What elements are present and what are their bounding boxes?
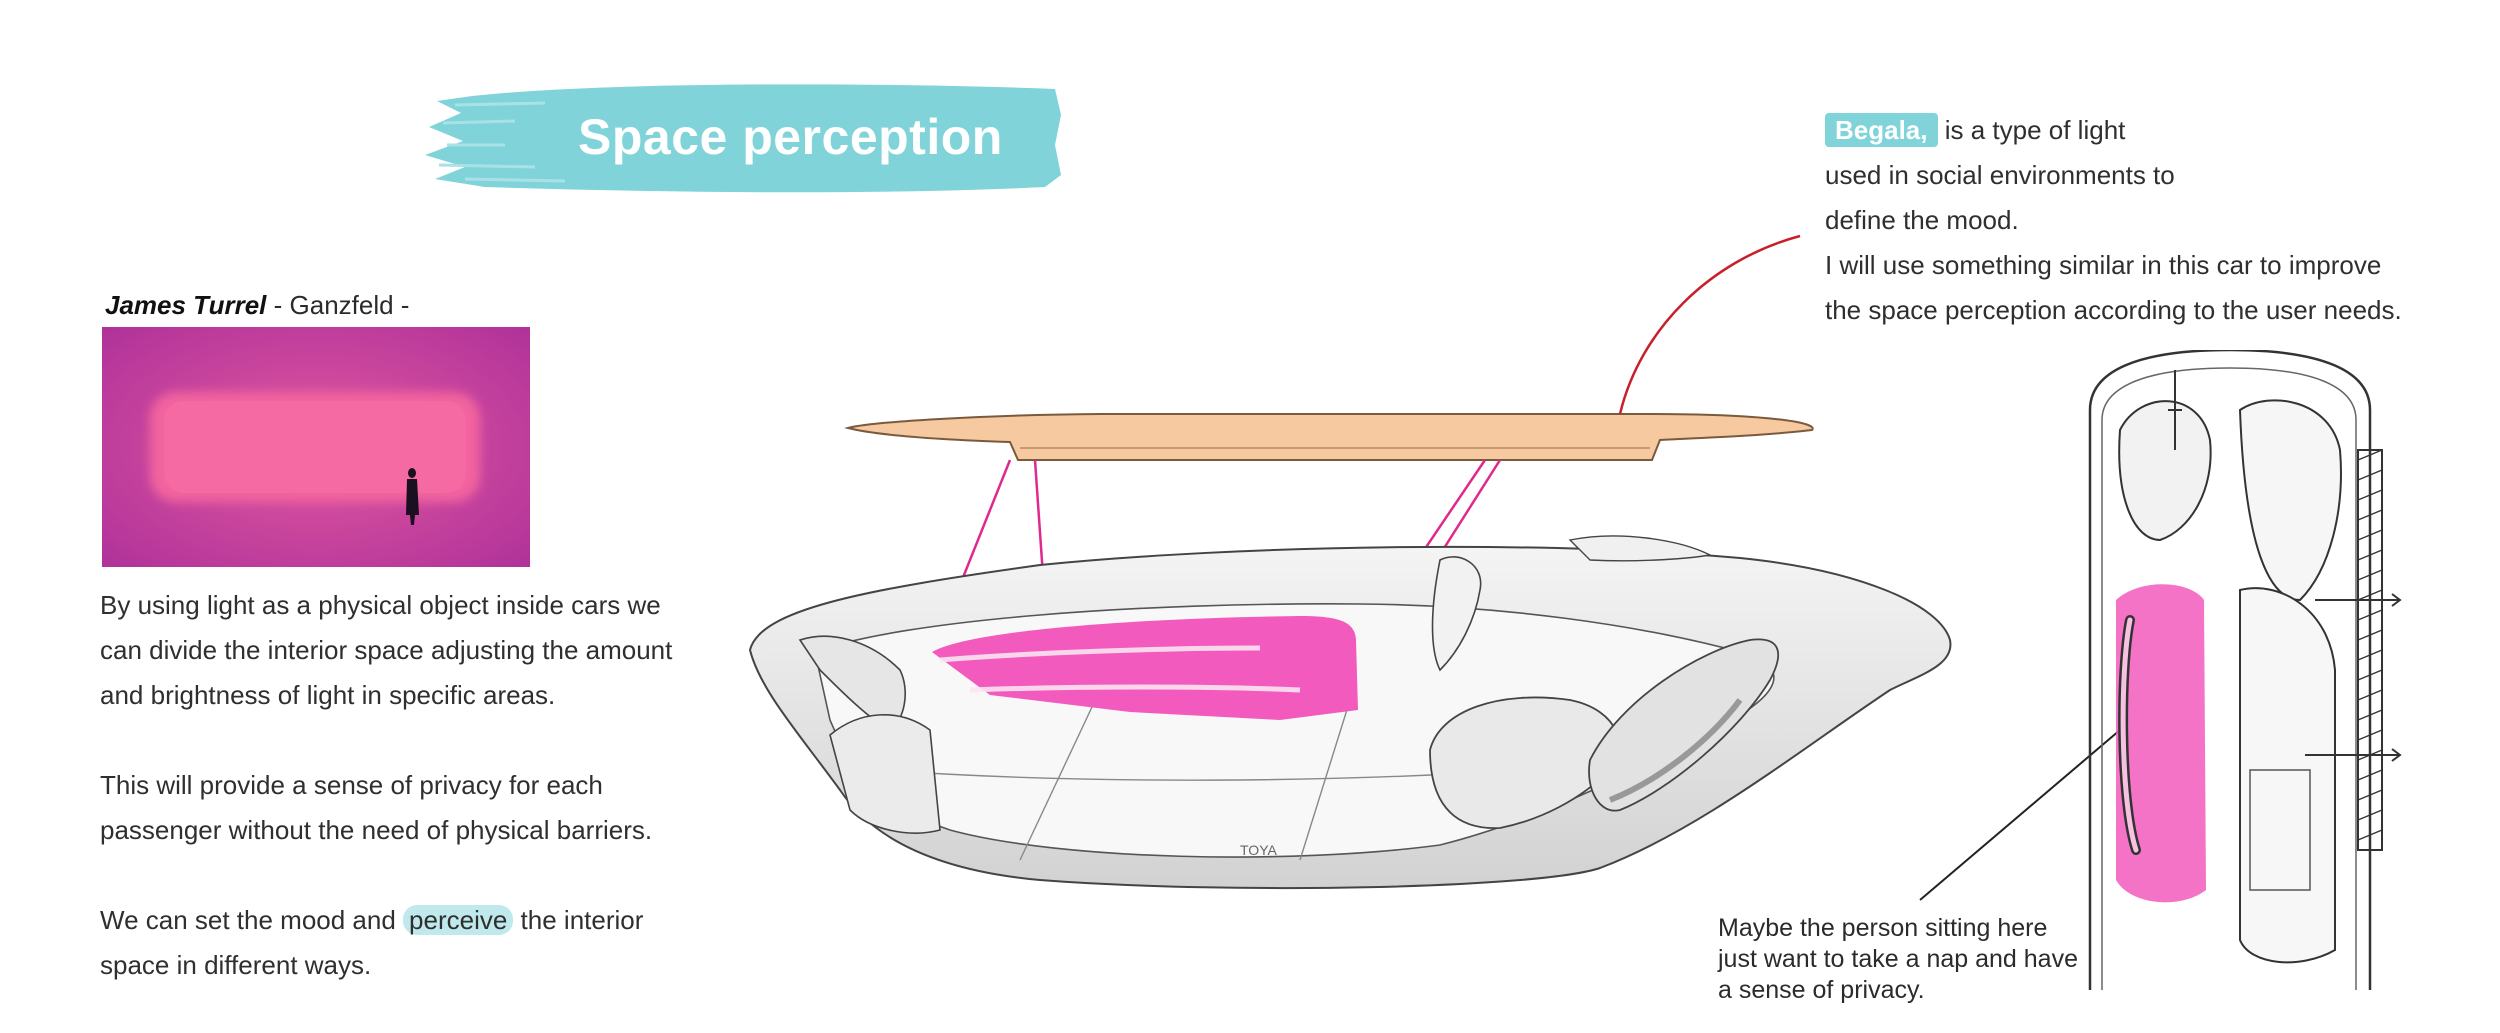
begala-line-3: define the mood. [1825, 205, 2019, 235]
begala-description: Begala, is a type of light used in socia… [1825, 108, 2465, 333]
car-top-view-sketch [2088, 350, 2402, 990]
car-badge: TOYA [1240, 842, 1277, 858]
begala-line-1: Begala, is a type of light [1825, 108, 2465, 153]
begala-line-5: the space perception according to the us… [1825, 295, 2402, 325]
title-brush-stroke [425, 84, 1061, 193]
begala-highlight: Begala, [1825, 113, 1938, 147]
page-title: Space perception [578, 109, 1003, 165]
artwork-author: James Turrel [105, 290, 267, 320]
nap-note-line-3: a sense of privacy. [1718, 976, 1925, 1004]
highlight-perceive: perceive [403, 905, 514, 935]
left-description: By using light as a physical object insi… [100, 583, 700, 1033]
begala-leader-line [1618, 234, 1801, 415]
paragraph-light-division: By using light as a physical object insi… [100, 590, 673, 710]
ganzfeld-artwork-image [102, 327, 530, 567]
nap-note: Maybe the person sitting here just want … [1718, 913, 2138, 1006]
begala-line-4: I will use something similar in this car… [1825, 250, 2382, 280]
car-interior-sketch: TOYA [748, 459, 1952, 890]
top-view-magenta-zone [2116, 584, 2206, 903]
paragraph-privacy: This will provide a sense of privacy for… [100, 770, 653, 845]
paragraph-mood: We can set the mood and perceive the int… [100, 905, 644, 980]
artwork-title: - Ganzfeld - [266, 290, 410, 320]
begala-line-2: used in social environments to [1825, 160, 2175, 190]
magenta-light-zone [932, 616, 1358, 720]
artwork-caption: James Turrel - Ganzfeld - [105, 290, 409, 321]
nap-note-line-2: just want to take a nap and have [1718, 945, 2078, 973]
nap-note-line-1: Maybe the person sitting here [1718, 914, 2048, 942]
